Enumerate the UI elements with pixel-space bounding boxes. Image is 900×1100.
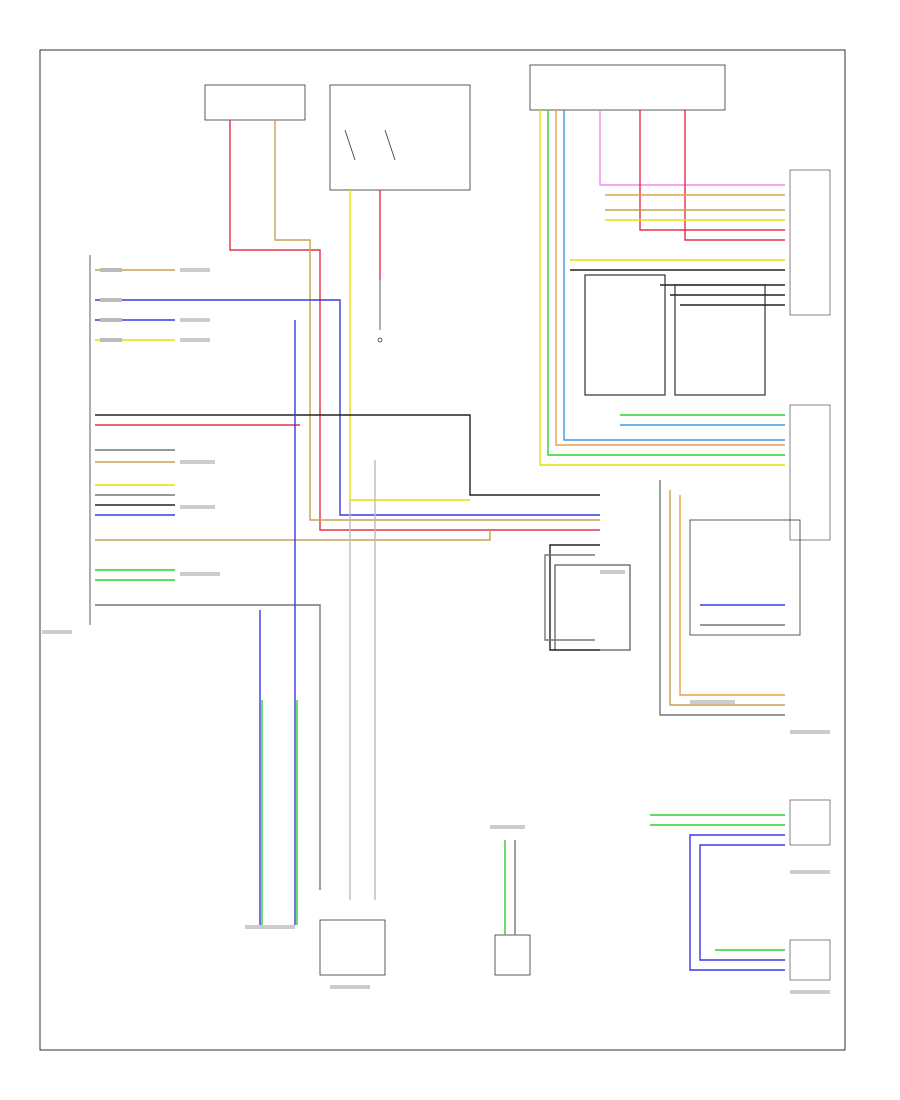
component-label-placeholder <box>490 825 525 829</box>
ecu-label-placeholder <box>42 630 72 634</box>
wire-ecu-dark <box>95 414 600 496</box>
fuse-box-right <box>529 64 726 111</box>
fuse-box-left <box>204 84 306 121</box>
pin-label-placeholder <box>100 318 122 322</box>
wire-blue-ecu <box>95 299 600 516</box>
wire-right-red-1 <box>639 110 785 231</box>
front-sensor-box <box>789 939 831 981</box>
pin-label-placeholder <box>180 338 210 342</box>
component-label-placeholder <box>330 985 370 989</box>
wire-br-blue-2 <box>699 844 785 961</box>
relay-box <box>329 84 471 191</box>
pin-label-placeholder <box>100 268 122 272</box>
wire-red-feed <box>229 120 600 531</box>
wire-tan-feed <box>274 120 600 521</box>
wire-right-red-2 <box>684 110 785 241</box>
wire-right-pink <box>599 110 785 186</box>
pin-label-placeholder <box>180 460 215 464</box>
wheel-speed-box <box>554 564 631 651</box>
wire-set <box>95 110 785 971</box>
component-label-placeholder <box>790 870 830 874</box>
pin-label-placeholder <box>180 505 215 509</box>
component-label-placeholder <box>245 925 295 929</box>
wire-right-lightblue <box>563 110 785 441</box>
component-label-placeholder <box>790 730 830 734</box>
component-label-placeholder <box>600 570 625 574</box>
pin-label-placeholder <box>100 338 122 342</box>
wire-right-green <box>547 110 785 456</box>
wire-right-loop-gray <box>659 480 785 716</box>
wire-right-loop-tan <box>669 490 785 706</box>
wire-wheel-loop-2 <box>544 554 595 641</box>
pin-label-placeholder <box>100 298 122 302</box>
wire-ecu-gray-down <box>95 604 321 890</box>
wire-yellow-relay <box>349 190 470 501</box>
component-label-placeholder <box>690 700 735 704</box>
diagram-border <box>39 49 846 1051</box>
relay-contacts <box>344 129 396 343</box>
pin-label-placeholder <box>180 318 210 322</box>
wire-right-yellow <box>539 110 785 466</box>
right-connector-mid <box>789 404 831 541</box>
brake-switch-box <box>319 919 386 976</box>
wire-right-loop-orange <box>679 495 785 696</box>
wire-right-orange <box>555 110 785 446</box>
wire-br-blue-1 <box>689 834 785 971</box>
pin-label-placeholder <box>180 572 220 576</box>
speed-sensor-box <box>494 934 531 976</box>
pin-label-placeholder <box>180 268 210 272</box>
steering-angle-sensor <box>584 274 666 396</box>
pressure-sensor-box <box>689 519 801 636</box>
wire-ecu-tan-long <box>95 530 491 541</box>
right-connector-bottom <box>789 799 831 846</box>
wire-wheel-loop-1 <box>549 544 600 651</box>
component-label-placeholder <box>790 990 830 994</box>
yaw-rate-sensor <box>674 284 766 396</box>
tiny-labels <box>42 268 830 994</box>
right-connector-top <box>789 169 831 316</box>
